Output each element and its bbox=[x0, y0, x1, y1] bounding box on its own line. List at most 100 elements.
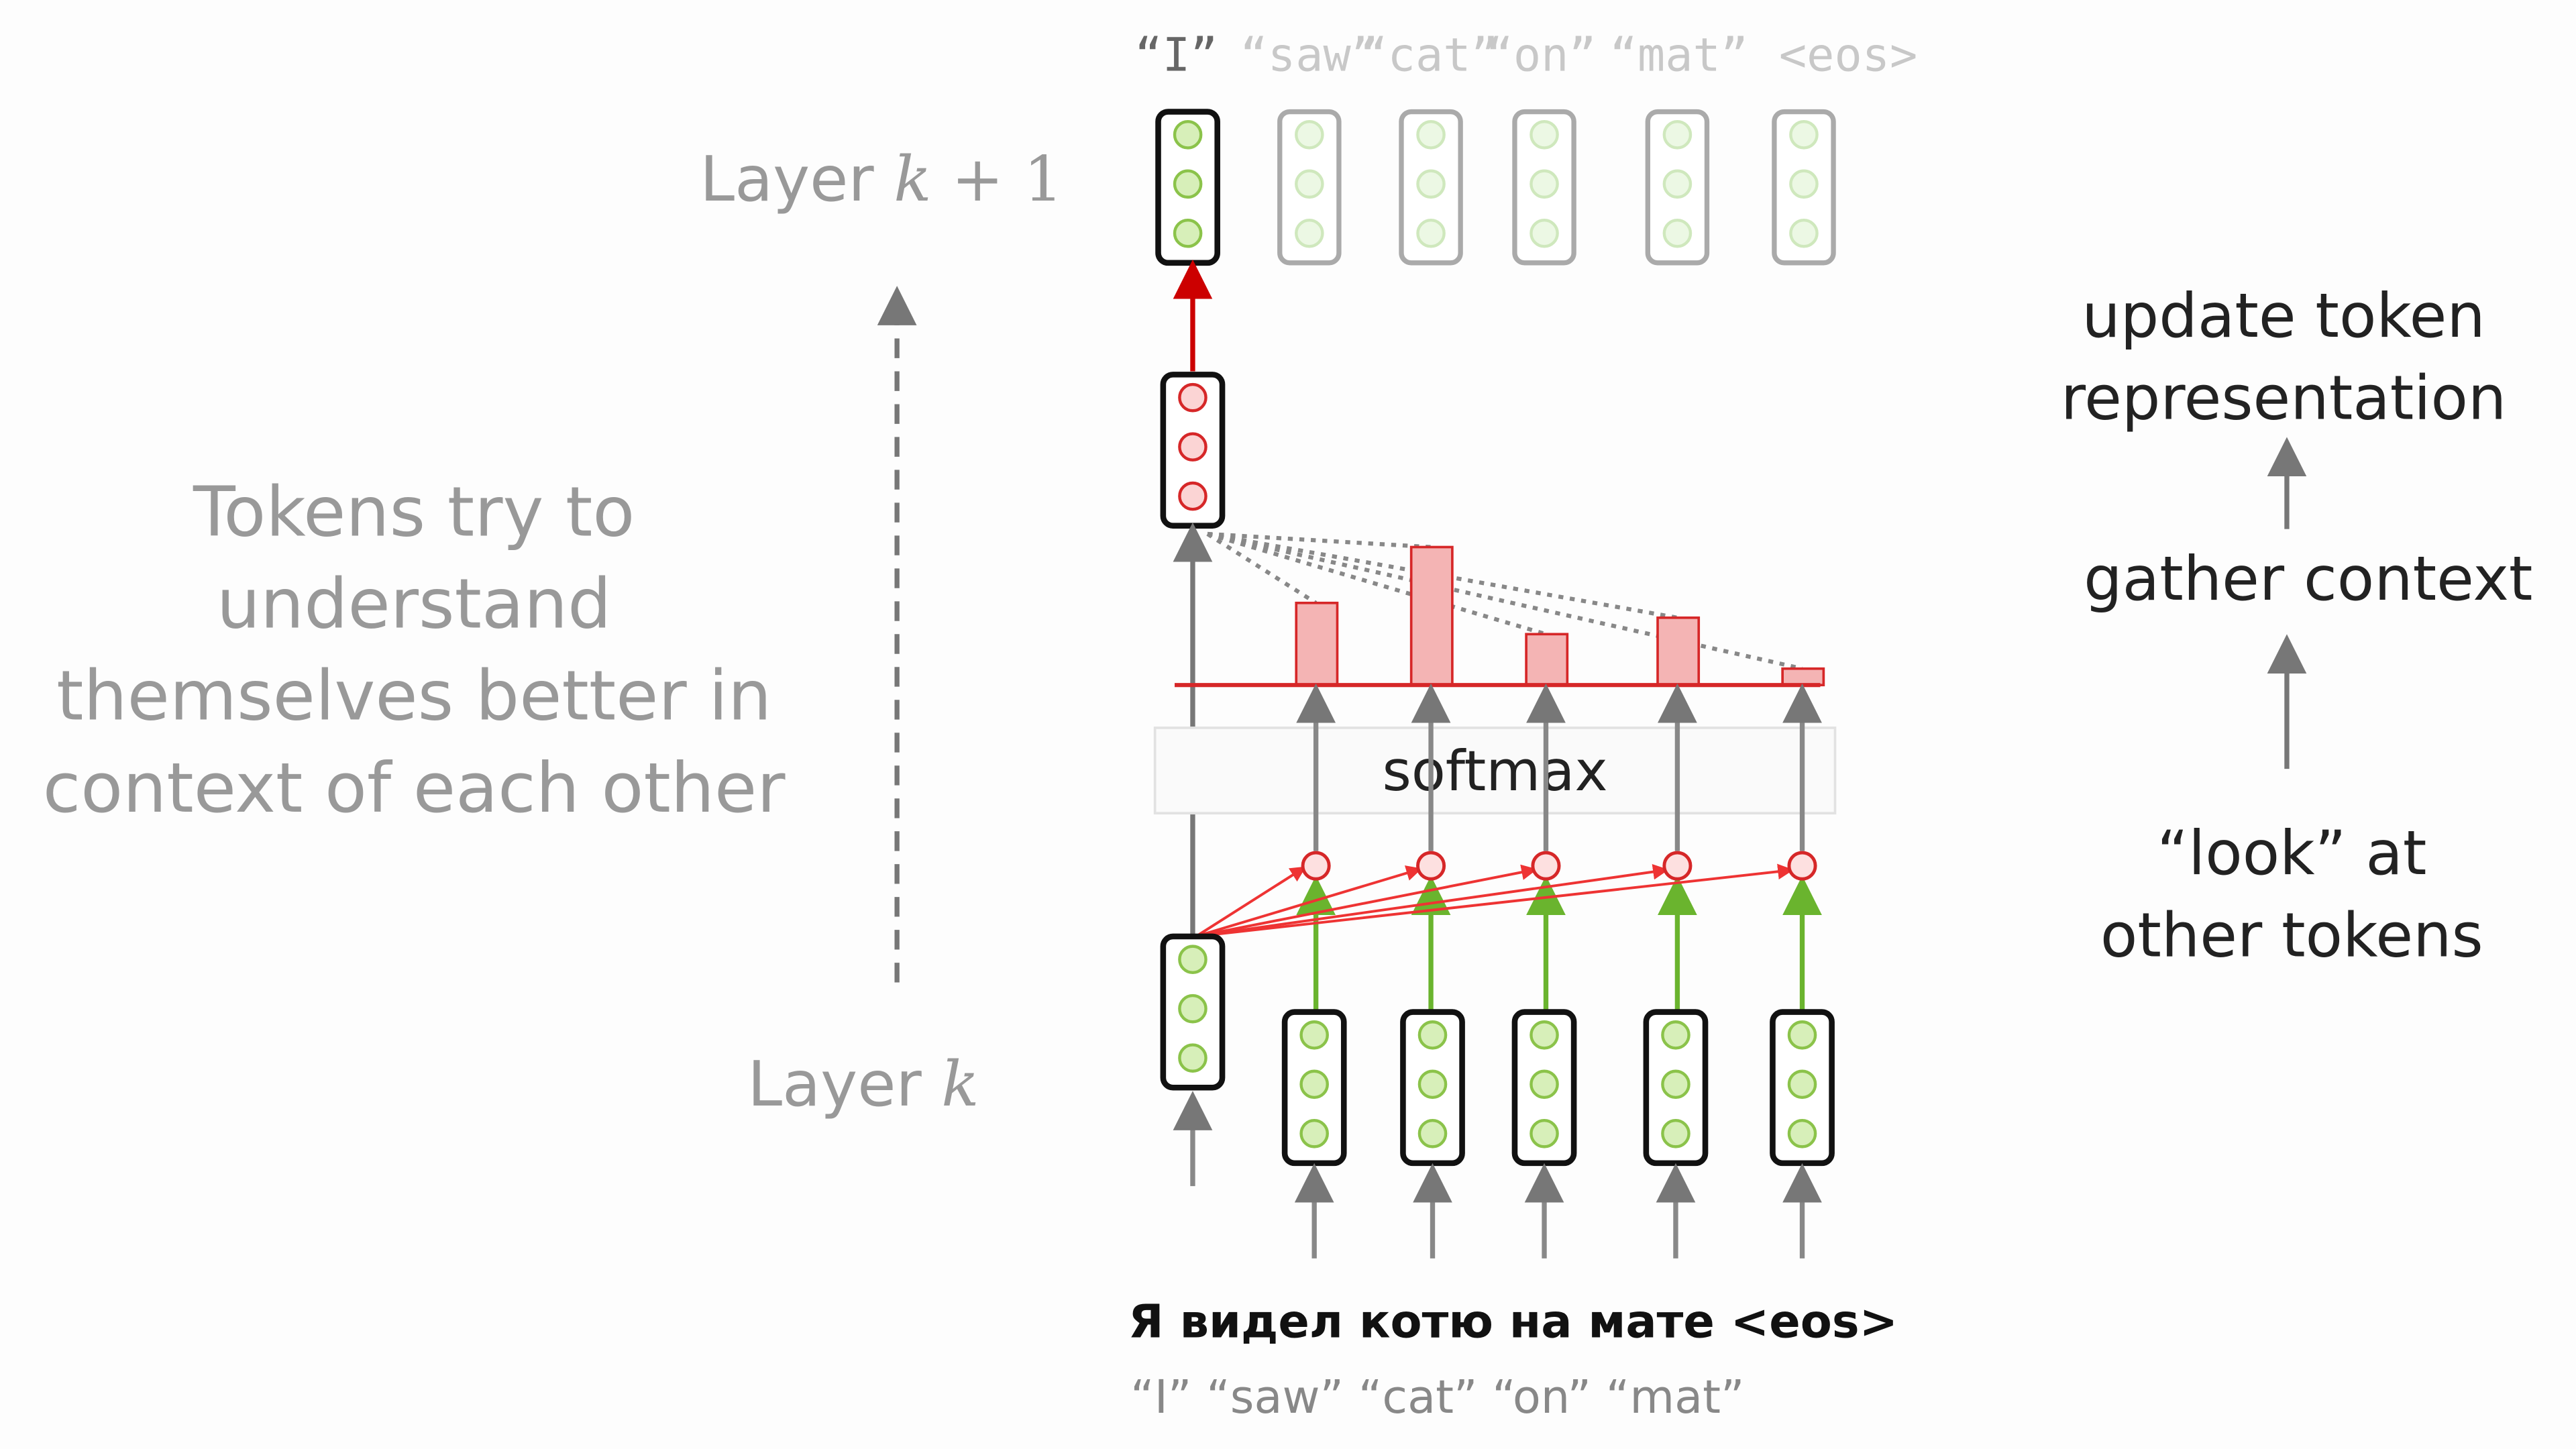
vector-unit bbox=[1178, 994, 1208, 1024]
description-line: context of each other bbox=[43, 749, 786, 828]
score-node bbox=[1787, 851, 1817, 881]
token-vector bbox=[1399, 109, 1463, 266]
vector-unit bbox=[1789, 169, 1819, 199]
vector-unit bbox=[1417, 1119, 1448, 1148]
vector-unit bbox=[1173, 120, 1203, 150]
source-translation: “I” “saw” “cat” “on” “mat” bbox=[1130, 1371, 1744, 1424]
description-text: Tokens try to understand themselves bett… bbox=[43, 472, 786, 828]
softmax-label: softmax bbox=[1382, 739, 1607, 804]
token-vector bbox=[1770, 1009, 1835, 1167]
layer-k-label: Layer k bbox=[747, 1048, 979, 1120]
vector-unit bbox=[1299, 1069, 1329, 1099]
token-vector bbox=[1511, 1009, 1577, 1167]
attention-bar bbox=[1656, 616, 1701, 687]
vector-unit bbox=[1787, 1069, 1817, 1099]
query-line bbox=[1195, 866, 1307, 938]
layer-bottom-prefix: Layer bbox=[747, 1048, 941, 1120]
vector-unit bbox=[1417, 1020, 1448, 1050]
step-look-line: “look” at bbox=[2157, 818, 2426, 889]
attention-dotted-line bbox=[1207, 531, 1547, 637]
vector-unit bbox=[1295, 218, 1324, 248]
vector-unit bbox=[1295, 120, 1324, 150]
attention-dotted-line bbox=[1206, 532, 1318, 605]
top-token: “on” bbox=[1486, 28, 1597, 82]
vector-unit bbox=[1529, 120, 1559, 150]
description-line: Tokens try to bbox=[193, 472, 635, 552]
top-token: “I” bbox=[1135, 28, 1218, 82]
score-node bbox=[1531, 851, 1561, 881]
attention-dotted-line bbox=[1207, 531, 1803, 671]
layer-top-var: k bbox=[894, 143, 931, 215]
top-token: “saw” bbox=[1240, 28, 1379, 82]
score-node bbox=[1416, 851, 1446, 881]
vector-unit bbox=[1661, 1020, 1690, 1050]
vector-unit bbox=[1529, 1069, 1559, 1099]
vector-unit bbox=[1529, 1020, 1559, 1050]
token-vector bbox=[1155, 109, 1220, 266]
query-line bbox=[1195, 863, 1794, 938]
vector-unit bbox=[1173, 169, 1203, 199]
top-token: “mat” bbox=[1610, 28, 1748, 82]
attention-bar bbox=[1781, 667, 1825, 687]
vector-unit bbox=[1789, 218, 1819, 248]
vector-unit bbox=[1178, 1043, 1208, 1073]
query-line bbox=[1195, 865, 1422, 938]
vector-unit bbox=[1661, 1119, 1690, 1148]
softmax-box bbox=[1153, 727, 1837, 815]
layer-top-prefix: Layer bbox=[700, 143, 894, 215]
top-token: “cat” bbox=[1360, 28, 1498, 82]
vector-unit bbox=[1529, 218, 1559, 248]
layer-bottom-var: k bbox=[941, 1048, 979, 1120]
layer-top-suffix: + 1 bbox=[932, 143, 1063, 215]
step-look-line: other tokens bbox=[2100, 900, 2483, 971]
vector-unit bbox=[1295, 169, 1324, 199]
vector-unit bbox=[1416, 169, 1446, 199]
attention-bar bbox=[1409, 545, 1454, 687]
vector-unit bbox=[1661, 1069, 1690, 1099]
attention-dotted-line bbox=[1207, 531, 1432, 549]
vector-unit bbox=[1178, 945, 1208, 974]
vector-unit bbox=[1299, 1119, 1329, 1148]
updated-vector bbox=[1160, 372, 1226, 529]
token-vector bbox=[1160, 372, 1226, 529]
vector-unit bbox=[1416, 120, 1446, 150]
vector-unit bbox=[1416, 218, 1446, 248]
vector-unit bbox=[1787, 1119, 1817, 1148]
vector-unit bbox=[1173, 218, 1203, 248]
score-node bbox=[1301, 851, 1331, 881]
vector-unit bbox=[1417, 1069, 1448, 1099]
vector-unit bbox=[1529, 169, 1559, 199]
layer-k-plus-1-label: Layer k + 1 bbox=[700, 143, 1063, 215]
attention-bar bbox=[1295, 601, 1339, 687]
step-update-line: representation bbox=[2061, 363, 2507, 433]
description-line: themselves better in bbox=[56, 657, 771, 737]
vector-unit bbox=[1662, 218, 1693, 248]
token-vector bbox=[1512, 109, 1576, 266]
vector-unit bbox=[1662, 120, 1693, 150]
token-vector bbox=[1160, 933, 1226, 1091]
token-vector bbox=[1281, 1009, 1347, 1167]
vector-unit bbox=[1529, 1119, 1559, 1148]
attention-scores bbox=[1195, 683, 1822, 1011]
token-vector bbox=[1277, 109, 1342, 266]
query-line bbox=[1195, 863, 1669, 938]
step-gather: gather context bbox=[2084, 544, 2532, 614]
vector-unit bbox=[1178, 432, 1208, 462]
attention-weights-bars bbox=[1206, 531, 1825, 687]
score-node bbox=[1662, 851, 1693, 881]
vector-unit bbox=[1787, 1020, 1817, 1050]
vector-unit bbox=[1789, 120, 1819, 150]
vector-unit bbox=[1178, 382, 1208, 413]
token-vector bbox=[1772, 109, 1836, 266]
token-vector bbox=[1643, 1009, 1709, 1167]
attention-bar bbox=[1525, 633, 1569, 687]
query-line bbox=[1195, 864, 1538, 938]
top-token: <eos> bbox=[1779, 28, 1917, 82]
layer-k-plus-1-vectors bbox=[1155, 109, 1836, 266]
description-line: understand bbox=[217, 565, 612, 645]
layer-k-vectors bbox=[1160, 933, 1835, 1258]
vector-unit bbox=[1299, 1020, 1329, 1050]
source-sentence: Я видел котю на мате <eos> bbox=[1128, 1295, 1898, 1348]
vector-unit bbox=[1178, 481, 1208, 511]
